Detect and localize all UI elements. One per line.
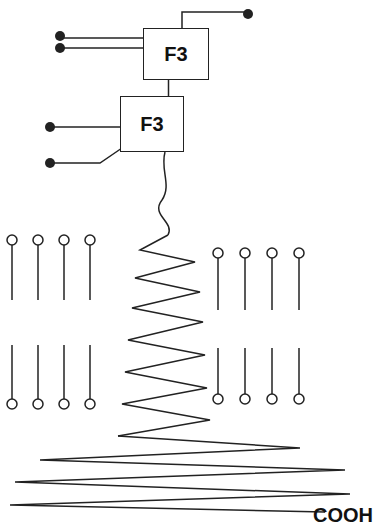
lipid-right-lower (218, 348, 299, 394)
side-chain (52, 148, 122, 163)
domain-box: F3 (143, 28, 209, 80)
domain-box: F3 (120, 96, 184, 152)
lipid-left-upper (12, 245, 90, 300)
side-chain (62, 37, 143, 39)
chain-link (168, 80, 169, 96)
lipid-heads (7, 235, 304, 409)
lipid-left-lower (12, 345, 90, 399)
lipid-right-upper (218, 258, 299, 310)
peptide-chain (159, 152, 170, 235)
side-chain (52, 126, 122, 128)
side-chain (62, 47, 143, 49)
domain-label: F3 (164, 43, 187, 66)
sugar-dots (45, 9, 253, 168)
terminus-label: COOH (313, 504, 373, 527)
helix (118, 235, 210, 436)
side-chain (182, 12, 246, 28)
c-terminal-chain (10, 436, 350, 512)
domain-label: F3 (140, 113, 163, 136)
